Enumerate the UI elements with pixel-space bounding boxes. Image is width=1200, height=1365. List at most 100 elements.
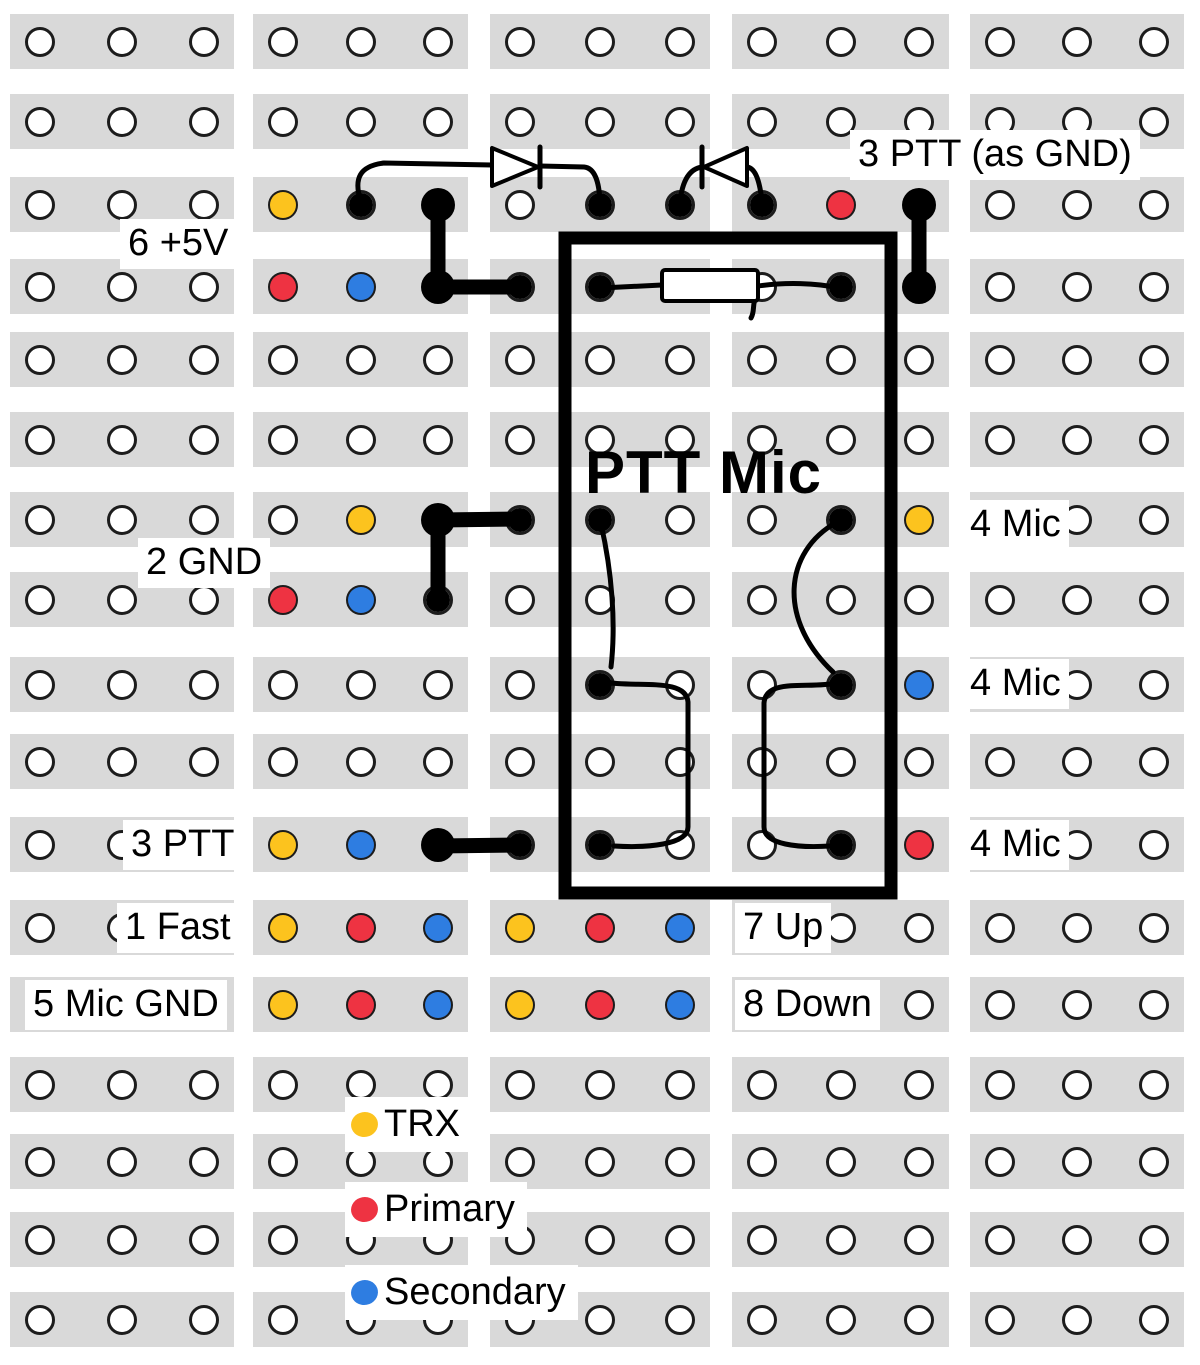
hole: [904, 345, 934, 375]
switch-outline: [558, 231, 898, 900]
hole: [1139, 1070, 1169, 1100]
hole: [25, 830, 55, 860]
legend-item-secondary: Secondary: [345, 1265, 578, 1320]
pin-dot-secondary: [906, 672, 932, 698]
hole: [1062, 585, 1092, 615]
hole: [423, 670, 453, 700]
hole: [826, 345, 856, 375]
hole: [107, 670, 137, 700]
hole: [1062, 272, 1092, 302]
hole: [665, 585, 695, 615]
hole: [585, 107, 615, 137]
hole: [747, 107, 777, 137]
hole: [505, 190, 535, 220]
hole: [107, 27, 137, 57]
legend-secondary-label: Secondary: [384, 1271, 566, 1313]
hole: [25, 345, 55, 375]
hole: [747, 1225, 777, 1255]
hole: [1139, 27, 1169, 57]
hole: [25, 1147, 55, 1177]
hole: [1139, 425, 1169, 455]
hole: [268, 670, 298, 700]
hole: [985, 585, 1015, 615]
hole: [189, 27, 219, 57]
solder-dot: [668, 193, 692, 217]
hole: [1062, 190, 1092, 220]
hole: [423, 27, 453, 57]
hole: [904, 990, 934, 1020]
wire: [791, 519, 840, 675]
hole: [1062, 990, 1092, 1020]
hole: [423, 107, 453, 137]
hole: [268, 747, 298, 777]
hole: [826, 913, 856, 943]
hole: [25, 747, 55, 777]
hole: [189, 1225, 219, 1255]
hole: [665, 1147, 695, 1177]
solder-dot: [588, 833, 612, 857]
hole: [585, 1070, 615, 1100]
hole: [665, 425, 695, 455]
hole: [189, 1147, 219, 1177]
hole: [423, 1147, 453, 1177]
pin-dot-secondary: [667, 915, 693, 941]
hole: [985, 345, 1015, 375]
pin-dot-trx: [348, 507, 374, 533]
legend-item-trx: TRX: [345, 1097, 472, 1152]
hole: [25, 27, 55, 57]
solder-dot: [829, 833, 853, 857]
solder-dot: [902, 188, 936, 222]
hole: [505, 345, 535, 375]
wire: [601, 679, 691, 850]
hole: [268, 107, 298, 137]
hole: [985, 1070, 1015, 1100]
hole: [268, 505, 298, 535]
hole: [665, 27, 695, 57]
pin-dot-trx: [270, 915, 296, 941]
pin-dot-primary: [348, 915, 374, 941]
hole: [904, 585, 934, 615]
hole: [346, 1147, 376, 1177]
solder-dot: [426, 588, 450, 612]
solder-dot: [588, 275, 612, 299]
hole: [585, 27, 615, 57]
solder-dot: [588, 193, 612, 217]
hole: [585, 747, 615, 777]
hole: [107, 345, 137, 375]
diode-icon: [490, 146, 540, 188]
hole: [1062, 1225, 1092, 1255]
hole: [107, 1147, 137, 1177]
hole: [1062, 913, 1092, 943]
pin-dot-trx: [507, 992, 533, 1018]
switch-label: PTT Mic: [585, 439, 823, 506]
hole: [665, 1225, 695, 1255]
hole: [826, 1305, 856, 1335]
hole: [1139, 272, 1169, 302]
hole: [985, 747, 1015, 777]
hole: [904, 1147, 934, 1177]
solder-dot: [508, 833, 532, 857]
pin-dot-trx: [906, 507, 932, 533]
label-pin3-ptt-as-gnd: 3 PTT (as GND): [850, 130, 1140, 180]
pin-dot-secondary: [348, 274, 374, 300]
hole: [1139, 1147, 1169, 1177]
hole: [747, 1147, 777, 1177]
hole: [585, 425, 615, 455]
hole: [985, 1147, 1015, 1177]
legend-trx-label: TRX: [384, 1103, 460, 1145]
hole: [747, 345, 777, 375]
hole: [346, 425, 376, 455]
hole: [747, 27, 777, 57]
hole: [1062, 1147, 1092, 1177]
hole: [505, 1147, 535, 1177]
hole: [904, 1070, 934, 1100]
hole: [826, 107, 856, 137]
hole: [585, 1147, 615, 1177]
hole: [1062, 345, 1092, 375]
solder-dot: [829, 508, 853, 532]
label-pin5-mic-gnd: 5 Mic GND: [25, 980, 227, 1030]
hole: [1062, 1305, 1092, 1335]
hole: [346, 1070, 376, 1100]
